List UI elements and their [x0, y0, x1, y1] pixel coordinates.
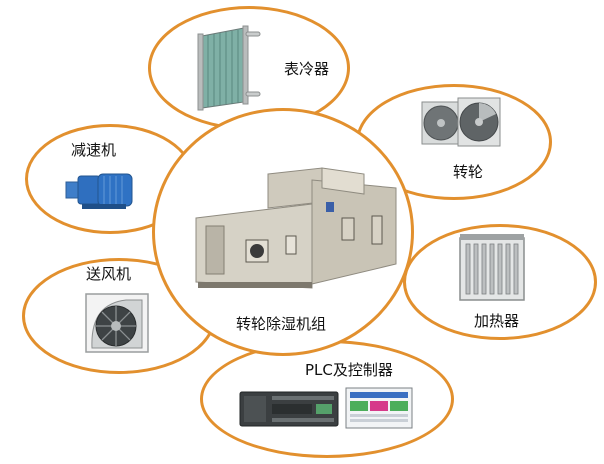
gear-motor-icon [65, 173, 133, 209]
center-label: 转轮除湿机组 [236, 315, 327, 333]
plc-controller-icon [239, 387, 413, 429]
electric-heater-icon [459, 234, 525, 301]
reducer-label: 减速机 [71, 141, 117, 159]
desiccant-wheel-icon [421, 97, 501, 147]
heater-label: 加热器 [474, 312, 520, 330]
wheel-label: 转轮 [453, 163, 484, 181]
fan-label: 送风机 [86, 265, 132, 283]
plc-label: PLC及控制器 [305, 361, 393, 379]
cooling-coil-icon [197, 25, 261, 111]
coil-label: 表冷器 [284, 60, 330, 78]
dehumidifier-unit-icon [195, 167, 397, 289]
blower-fan-icon [85, 293, 149, 353]
coil-bubble [148, 6, 350, 130]
